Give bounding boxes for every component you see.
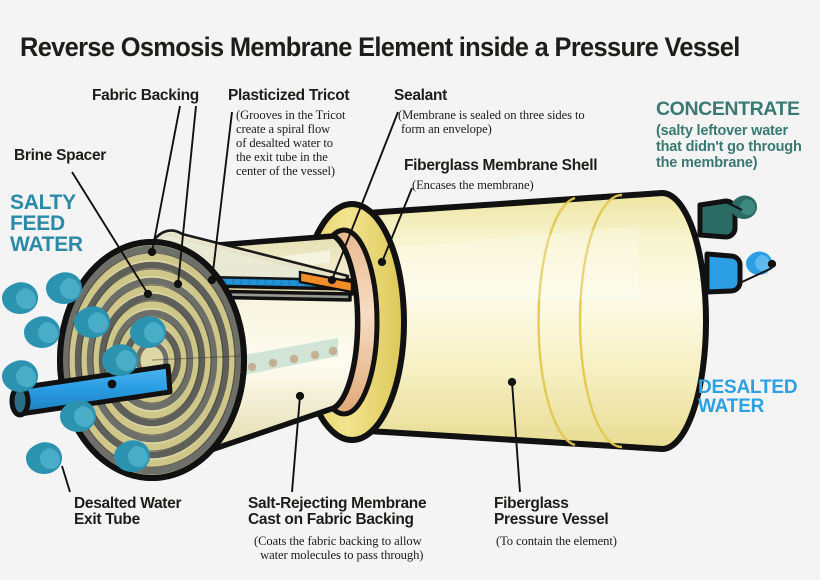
desalted-droplet	[746, 251, 772, 275]
label-salt-rejecting-membrane-detail: (Coats the fabric backing to allow water…	[254, 534, 424, 563]
leader-lines	[61, 105, 777, 493]
label-desalted-water-exit-tube: Desalted Water Exit Tube	[74, 495, 182, 529]
label-plasticized-tricot-detail: (Grooves in the Tricot create a spiral f…	[236, 108, 346, 179]
concentrate-port	[697, 198, 738, 240]
desalted-water-port	[704, 251, 743, 295]
label-fiberglass-pressure-vessel-detail: (To contain the element)	[496, 534, 617, 548]
concentrate-droplet	[731, 195, 757, 219]
callout-concentrate-detail: (salty leftover water that didn't go thr…	[656, 123, 802, 172]
label-fiberglass-membrane-shell: Fiberglass Membrane Shell	[404, 157, 598, 174]
fiberglass-pressure-vessel-body	[312, 190, 709, 452]
callout-salty-feed-water: SALTY FEED WATER	[10, 191, 83, 256]
callout-concentrate: CONCENTRATE	[656, 98, 800, 120]
spiral-wound-element-end	[57, 239, 247, 481]
label-sealant-detail: (Membrane is sealed on three sides to fo…	[398, 108, 585, 137]
page-title: Reverse Osmosis Membrane Element inside …	[20, 32, 740, 62]
label-sealant: Sealant	[394, 87, 448, 104]
label-plasticized-tricot: Plasticized Tricot	[228, 87, 350, 104]
label-fiberglass-membrane-shell-detail: (Encases the membrane)	[412, 178, 534, 192]
salty-feed-droplets	[2, 272, 166, 474]
label-fiberglass-pressure-vessel: Fiberglass Pressure Vessel	[494, 495, 609, 529]
callout-desalted-water: DESALTED WATER	[698, 377, 798, 417]
label-salt-rejecting-membrane: Salt-Rejecting Membrane Cast on Fabric B…	[248, 495, 427, 529]
label-fabric-backing: Fabric Backing	[92, 87, 199, 104]
desalted-water-exit-tube	[9, 363, 173, 418]
label-brine-spacer: Brine Spacer	[14, 147, 107, 164]
